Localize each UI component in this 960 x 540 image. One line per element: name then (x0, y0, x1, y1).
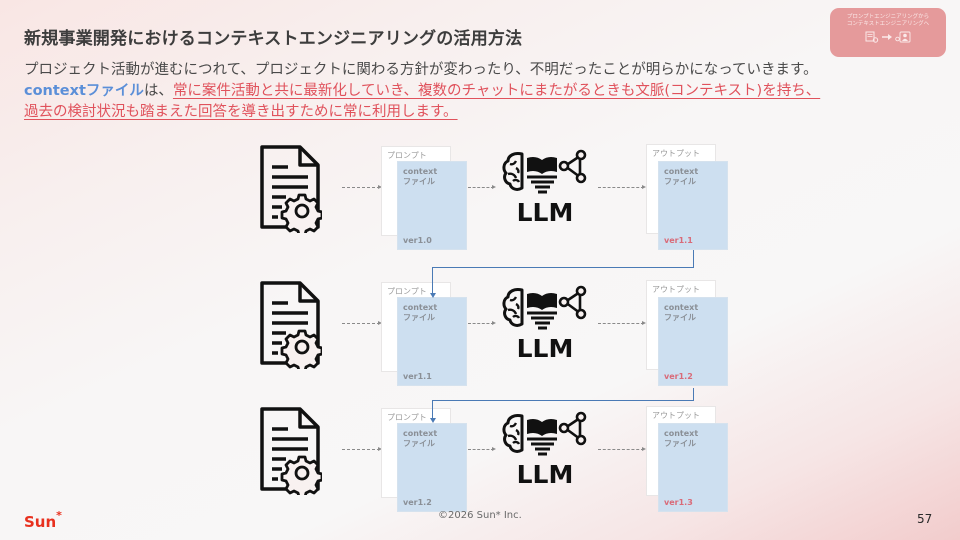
logo-text: Sun (24, 513, 57, 531)
output-version: ver1.1 (664, 236, 693, 245)
llm-block: LLM (500, 284, 590, 364)
section-badge[interactable]: プロンプトエンジニアリングから コンテキストエンジニアリングへ (830, 8, 946, 57)
llm-block: LLM (500, 148, 590, 228)
badge-icons (865, 31, 911, 43)
highlight-text-2: 過去の検討状況も踏まえた回答を導き出すために常に利用します。 (24, 104, 458, 120)
slide-title: 新規事業開発におけるコンテキストエンジニアリングの活用方法 (24, 29, 523, 49)
connector-to-prompt (342, 321, 382, 325)
brain-book-network-icon (502, 411, 587, 456)
document-settings-icon (260, 407, 322, 495)
document-gear-icon (865, 31, 879, 43)
prompt-label: プロンプト (387, 413, 427, 422)
input-version: ver1.0 (403, 236, 432, 245)
llm-label: LLM (516, 460, 574, 489)
flow-line-1-down (432, 267, 433, 293)
brain-book-network-icon (502, 285, 587, 330)
output-version: ver1.3 (664, 498, 693, 507)
company-logo: Sun* (24, 509, 62, 531)
input-version: ver1.1 (403, 372, 432, 381)
document-settings-icon (260, 281, 322, 369)
copyright: ©2026 Sun* Inc. (438, 510, 522, 521)
flow-arrowhead-1 (430, 293, 436, 298)
llm-label: LLM (516, 334, 574, 363)
flow-line-2-vertical (693, 388, 694, 400)
flow-line-1-vertical (693, 250, 694, 267)
flow-arrowhead-2 (430, 418, 436, 423)
badge-line-1: プロンプトエンジニアリングから (846, 14, 930, 20)
output-label: アウトプット (652, 411, 700, 420)
connector-to-output (598, 447, 646, 451)
intro-line-3: 過去の検討状況も踏まえた回答を導き出すために常に利用します。 (24, 102, 954, 123)
connector-to-output (598, 321, 646, 325)
intro-line-2: contextファイルは、常に案件活動と共に最新化していき、複数のチャットにまた… (24, 81, 954, 102)
input-version: ver1.2 (403, 498, 432, 507)
output-label: アウトプット (652, 285, 700, 294)
llm-label: LLM (516, 198, 574, 227)
flow-line-2-horizontal (432, 400, 694, 401)
connector-to-prompt (342, 185, 382, 189)
brain-book-network-icon (502, 149, 587, 194)
intro-text: プロジェクト活動が進むにつれて、プロジェクトに関わる方針が変わったり、不明だった… (24, 60, 954, 123)
badge-line-2: コンテキストエンジニアリングへ (846, 21, 930, 27)
document-settings-icon (260, 145, 322, 233)
output-version: ver1.2 (664, 372, 693, 381)
intro-line-1: プロジェクト活動が進むにつれて、プロジェクトに関わる方針が変わったり、不明だった… (24, 62, 818, 78)
user-network-icon (895, 31, 911, 43)
connector-to-llm (468, 185, 496, 189)
flow-line-2-down (432, 400, 433, 418)
prompt-label: プロンプト (387, 151, 427, 160)
logo-mark: * (56, 509, 62, 522)
arrow-right-icon (882, 34, 892, 40)
highlight-text-1: 常に案件活動と共に最新化していき、複数のチャットにまたがるときも文脈(コンテキス… (172, 83, 821, 99)
context-file-keyword: contextファイル (24, 83, 144, 99)
page-number: 57 (917, 512, 933, 526)
llm-block: LLM (500, 410, 590, 490)
connector-to-prompt (342, 447, 382, 451)
connector-to-output (598, 185, 646, 189)
connector-to-llm (468, 321, 496, 325)
connector-to-llm (468, 447, 496, 451)
intro-particle: は、 (143, 83, 173, 99)
flow-line-1-horizontal (432, 267, 694, 268)
prompt-label: プロンプト (387, 287, 427, 296)
output-label: アウトプット (652, 149, 700, 158)
